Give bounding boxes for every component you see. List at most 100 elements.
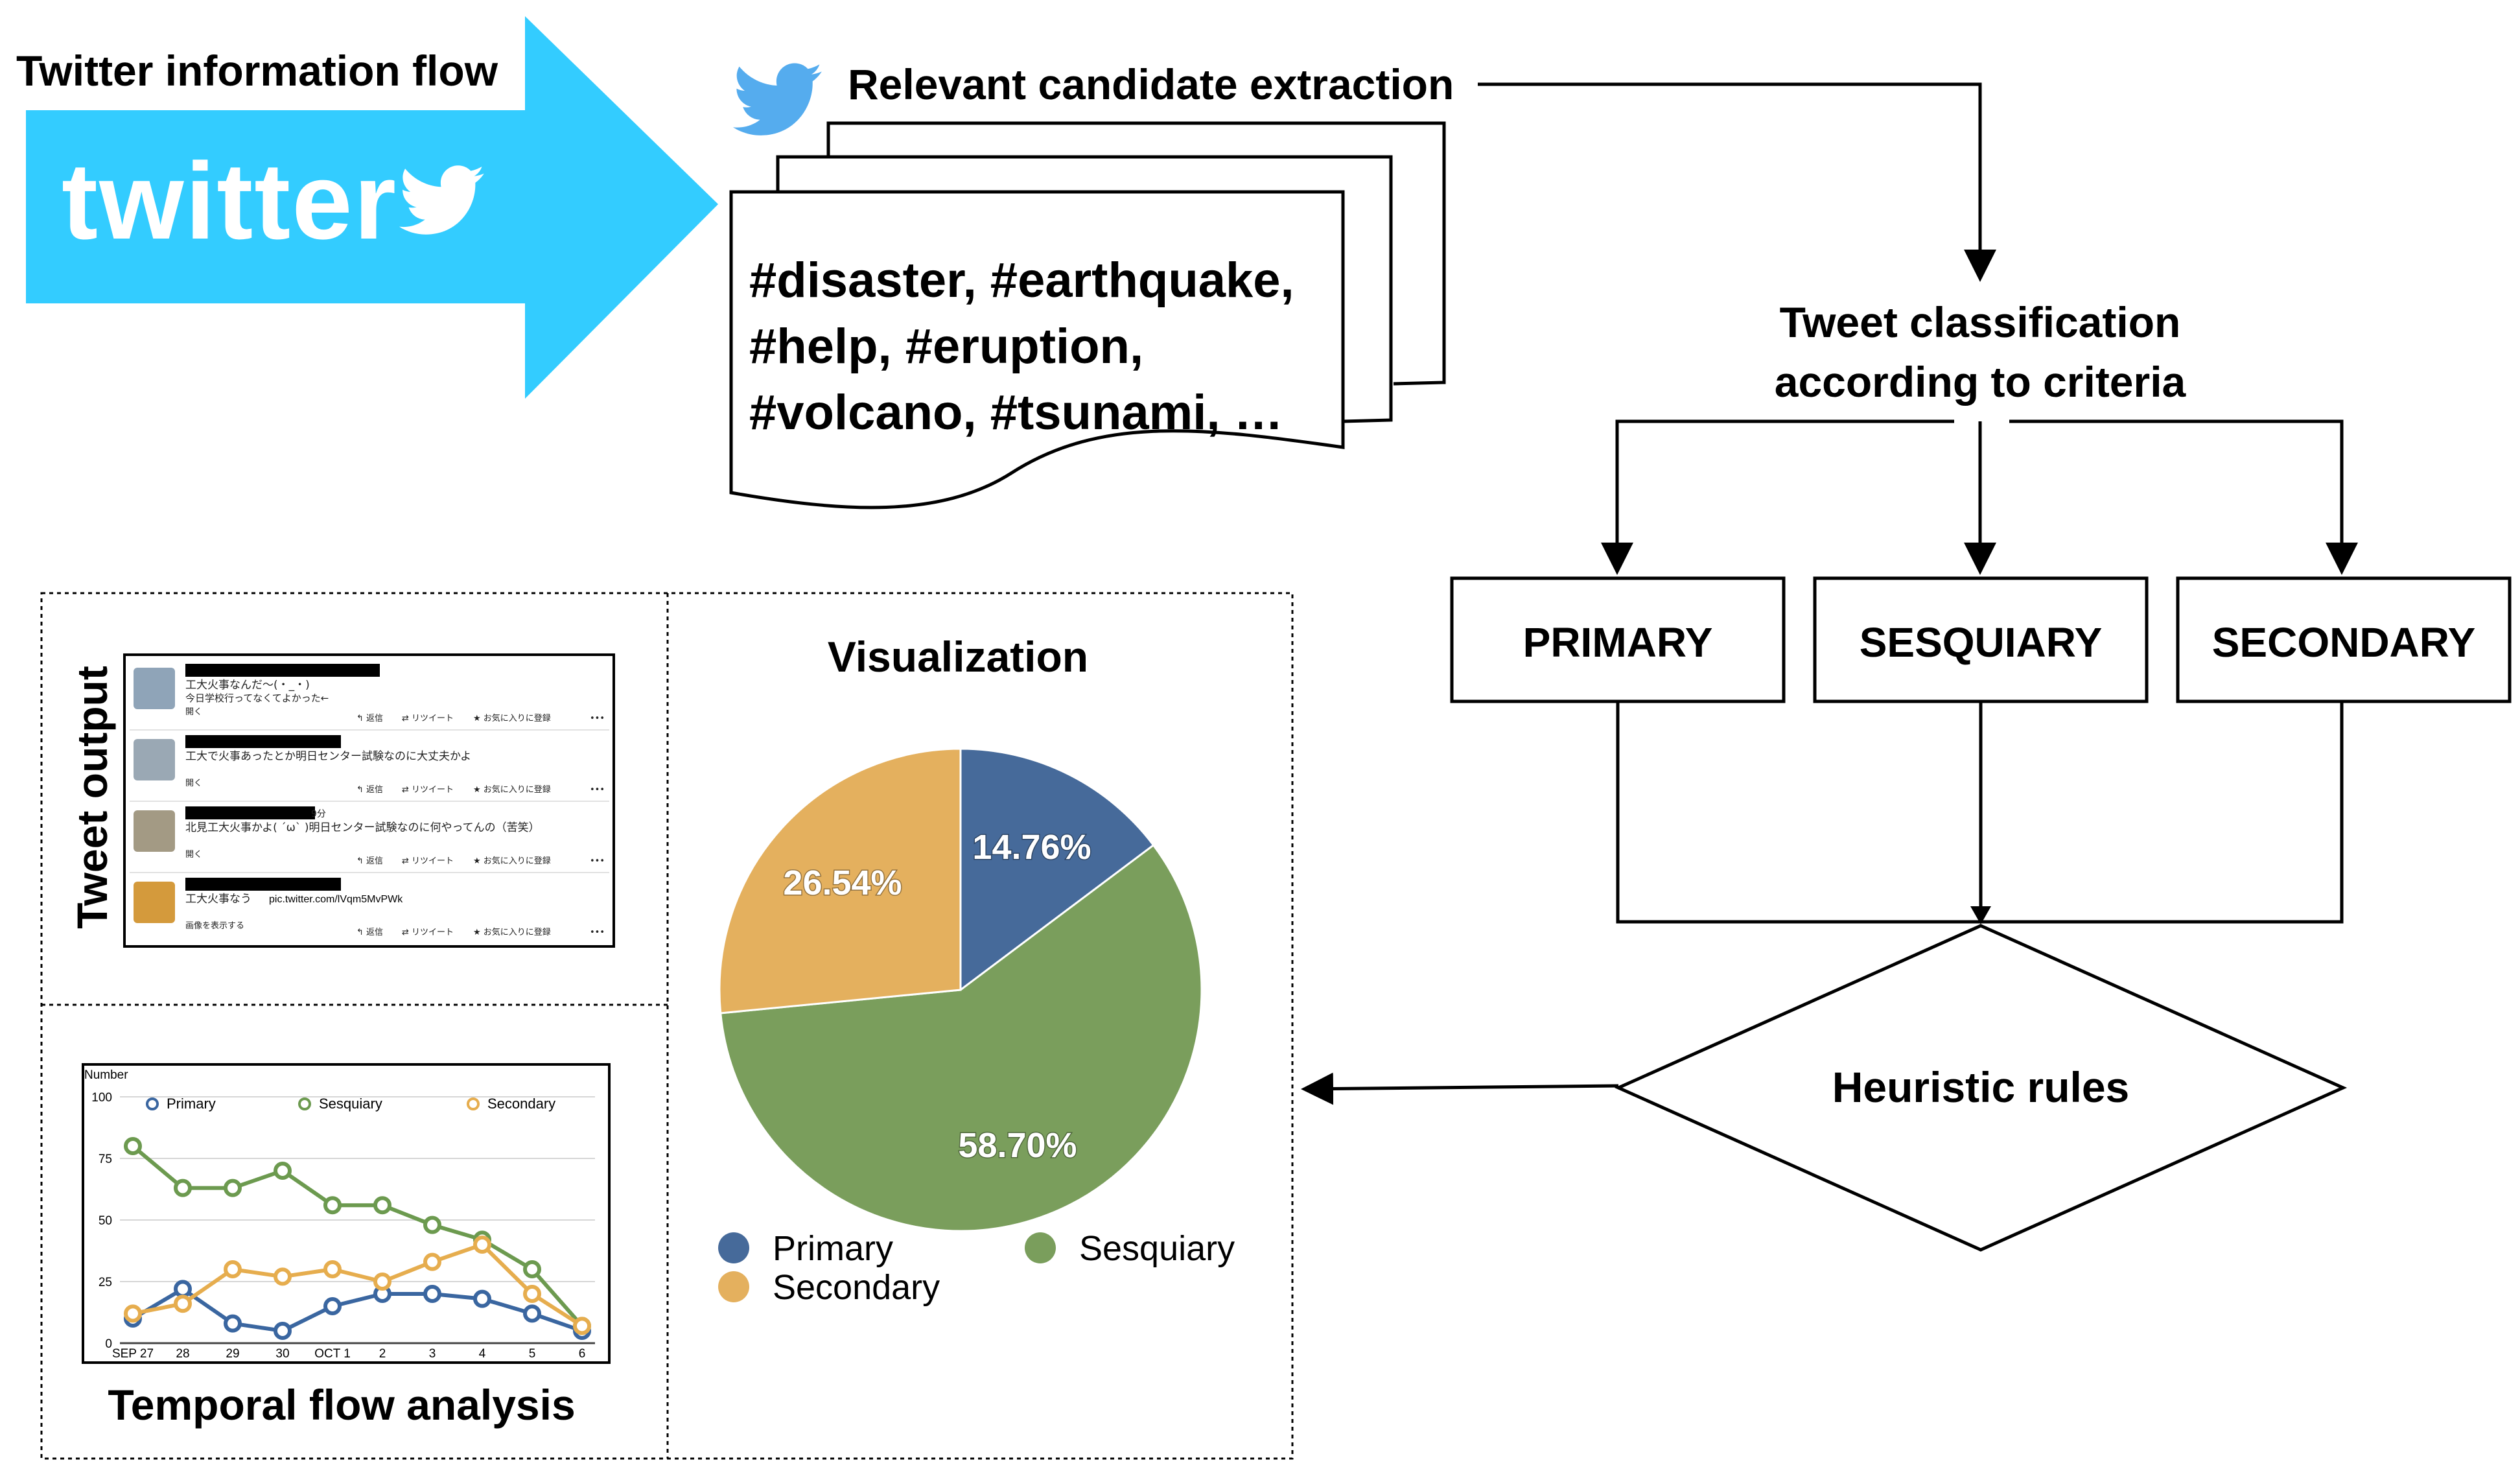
- hashtags-line-3: #volcano, #tsunami, …: [749, 385, 1283, 440]
- document-back-outline: [826, 121, 1446, 386]
- y-tick-label: 25: [99, 1276, 112, 1289]
- category-box-primary: [1450, 576, 1786, 703]
- twitter-flow-block: Twitter information flow twitter: [16, 16, 718, 399]
- legend-marker-primary: [146, 1097, 159, 1110]
- classification-title-line-1: Tweet classification: [1780, 298, 2181, 346]
- legend-marker-sesquiary: [1025, 1232, 1056, 1263]
- data-point-sesquiary: [323, 1196, 342, 1215]
- tweet-output-block: Tweet output 工大火事なんだ〜(・_・)今日学校行ってなくてよかった…: [68, 653, 615, 948]
- x-tick-label: 3: [429, 1347, 436, 1361]
- tweet-action: ★ お気に入りに登録: [473, 856, 551, 866]
- category-label-secondary: SECONDARY: [2212, 619, 2476, 666]
- connector-heuristic-to-results: [1301, 1072, 1619, 1105]
- category-label-primary: PRIMARY: [1523, 619, 1713, 666]
- tweet-action: ★ お気に入りに登録: [473, 927, 551, 937]
- merge-connector: [1616, 701, 2344, 924]
- extraction-title: Relevant candidate extraction: [848, 60, 1454, 108]
- data-point-secondary: [274, 1267, 292, 1286]
- legend-marker-secondary: [467, 1097, 480, 1110]
- series-line-sesquiary: [132, 1144, 584, 1328]
- x-tick-label: 2: [379, 1347, 386, 1361]
- data-point-primary: [274, 1322, 292, 1340]
- legend-marker-secondary: [718, 1271, 749, 1302]
- y-tick-label: 0: [105, 1337, 112, 1351]
- classification-title-line-2: according to criteria: [1775, 358, 2187, 406]
- tweet-text-continued: 今日学校行ってなくてよかった←: [185, 692, 329, 704]
- tweet-text: 北見工大火事かよ( ´ω` )明日センター試験なのに何やってんの（苦笑）: [185, 821, 540, 834]
- avatar: [134, 810, 175, 852]
- extraction-block: Relevant candidate extraction #disaster,…: [729, 60, 1454, 510]
- document-middle-outline: [776, 155, 1393, 423]
- data-point-sesquiary: [274, 1162, 292, 1180]
- data-point-primary: [423, 1285, 441, 1303]
- bird-icon: [732, 63, 822, 135]
- legend-label-secondary: Secondary: [487, 1096, 555, 1112]
- tweet-action: •••: [590, 714, 605, 723]
- data-point-secondary: [224, 1260, 242, 1278]
- data-point-primary: [523, 1304, 541, 1323]
- connector-extraction-to-classification: [1478, 82, 1996, 282]
- data-point-secondary: [573, 1317, 591, 1335]
- tweet-link: pic.twitter.com/lVqm5MvPWk: [269, 894, 403, 905]
- data-point-sesquiary: [174, 1179, 192, 1197]
- tweet-action: ↰ 返信: [356, 856, 383, 866]
- data-point-secondary: [523, 1285, 541, 1303]
- redacted-username: [185, 664, 380, 677]
- legend-label-sesquiary: Sesquiary: [319, 1096, 382, 1112]
- tweet-action: ★ お気に入りに登録: [473, 784, 551, 795]
- tweet-action: •••: [590, 785, 605, 795]
- twitter-flow-arrow: [26, 16, 718, 399]
- x-tick-label: 28: [176, 1347, 189, 1361]
- heuristic-diamond: [1614, 924, 2348, 1252]
- tweet-text: 工大火事なんだ〜(・_・): [185, 679, 310, 692]
- legend-label-primary: Primary: [167, 1096, 216, 1112]
- merge-arrowhead: [1970, 906, 1991, 924]
- visualization-block: Visualization 14.76%58.70%26.54% Primary…: [718, 633, 1235, 1307]
- tweet-time: 9分: [311, 809, 326, 819]
- tweet-open-link: 開く: [185, 707, 202, 717]
- data-point-secondary: [323, 1260, 342, 1278]
- data-point-sesquiary: [373, 1196, 391, 1215]
- tweet-open-link: 画像を表示する: [185, 921, 244, 931]
- legend-label-sesquiary: Sesquiary: [1079, 1229, 1235, 1268]
- data-point-secondary: [373, 1273, 391, 1291]
- x-tick-label: 29: [226, 1347, 239, 1361]
- category-label-sesquiary: SESQUIARY: [1860, 619, 2103, 666]
- pie-data-label-primary: 14.76%: [972, 828, 1091, 867]
- data-point-sesquiary: [224, 1179, 242, 1197]
- redacted-username: [185, 735, 341, 748]
- tweet-action: •••: [590, 856, 605, 866]
- x-tick-label: 6: [579, 1347, 586, 1361]
- tweet-text: 工大で火事あったとか明日センター試験なのに大丈夫かよ: [185, 750, 471, 763]
- legend-marker-sesquiary: [298, 1097, 311, 1110]
- data-point-primary: [174, 1280, 192, 1298]
- temporal-chart-frame: [82, 1063, 611, 1364]
- heuristic-label: Heuristic rules: [1832, 1063, 2130, 1111]
- hashtags-line-2: #help, #eruption,: [749, 319, 1143, 374]
- y-tick-label: 100: [91, 1091, 112, 1105]
- classification-block: Tweet classification according to criter…: [1450, 298, 2512, 924]
- tweet-output-label: Tweet output: [68, 666, 116, 929]
- tweet-open-link: 開く: [185, 779, 202, 788]
- data-point-secondary: [473, 1236, 491, 1254]
- tweet-action: ⇄ リツイート: [402, 785, 454, 795]
- tweet-list: 工大火事なんだ〜(・_・)今日学校行ってなくてよかった← 開く ↰ 返信 ⇄ リツイー…: [130, 664, 609, 937]
- avatar: [134, 882, 175, 923]
- series-line-primary: [132, 1286, 583, 1333]
- avatar: [134, 739, 175, 780]
- pie-slice-primary: [959, 747, 1155, 992]
- tweet-action: ⇄ リツイート: [402, 928, 454, 937]
- tweet-action: ⇄ リツイート: [402, 856, 454, 866]
- pie-data-label-secondary: 26.54%: [783, 863, 902, 902]
- hashtags-line-1: #disaster, #earthquake,: [749, 253, 1294, 308]
- data-point-secondary: [174, 1295, 192, 1313]
- temporal-label: Temporal flow analysis: [108, 1381, 575, 1429]
- visualization-pie-chart: 14.76%58.70%26.54%: [718, 747, 1203, 1232]
- redacted-username: [185, 878, 341, 891]
- data-point-sesquiary: [124, 1137, 142, 1155]
- pie-slice-secondary: [718, 747, 962, 1015]
- tweet-action: ↰ 返信: [356, 714, 383, 723]
- bird-icon: [399, 165, 484, 235]
- tweet-action: ★ お気に入りに登録: [473, 713, 551, 723]
